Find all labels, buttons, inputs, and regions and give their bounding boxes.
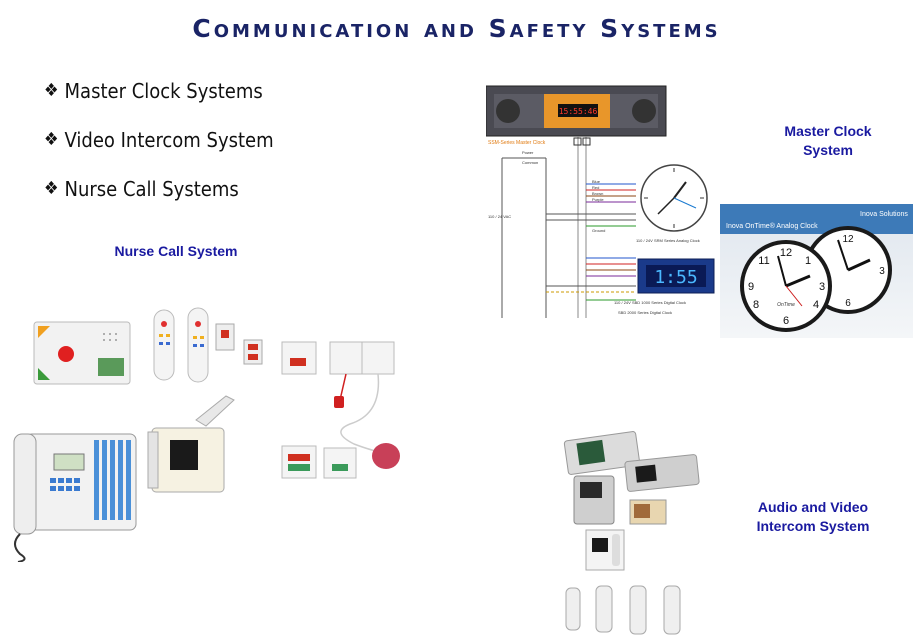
nurse-call-devices-photo [13,307,400,562]
audio-handset-4 [663,585,681,635]
photo-brand: Inova Solutions [860,211,908,218]
wire-label-blue: Blue [592,179,601,184]
bullet-label: Video Intercom System [64,127,274,152]
svg-text:12: 12 [780,247,792,259]
diamond-bullet-icon: ❖ [44,80,59,101]
wire-label-red: Red [592,185,599,190]
nurse-call-caption: Nurse Call System [114,243,238,259]
audio-handset-1 [565,587,581,631]
rack-display [558,104,598,117]
cancel-unit-1 [281,445,317,479]
squeeze-bulb [372,443,400,469]
diamond-bullet-icon: ❖ [44,129,59,150]
diamond-bullet-icon: ❖ [44,178,59,199]
wire-label-purple: Purple [592,197,604,202]
digital-clock-caption-1: 110 / 24V SBD 1000 Series Digital Clock [614,300,686,305]
bullet-label: Nurse Call Systems [64,176,239,201]
svg-text:12: 12 [842,234,854,245]
master-station-handset [13,433,37,535]
intercom-devices-photo [563,431,700,635]
common-label: Common [522,160,538,165]
bullet-item: ❖ Nurse Call Systems [44,164,274,213]
svg-text:9: 9 [748,281,754,293]
master-clock-wiring-diagram: 15:55:46 SSM-Series Master Clock Power C… [486,85,715,318]
series-label: SSM-Series Master Clock [488,140,546,146]
svg-text:3: 3 [819,281,825,293]
photo-banner [720,204,913,234]
bullet-item: ❖ Video Intercom System [44,115,274,164]
power-label: Power [522,150,534,155]
master-clock-caption: Master Clock System [784,123,872,158]
intercom-caption: Audio and Video Intercom System [756,499,870,534]
bullet-item: ❖ Master Clock Systems [44,66,274,115]
svg-text:3: 3 [879,266,885,277]
pull-cord-unit-2 [361,341,395,375]
digital-clock-caption-2: SBD 2000 Series Digital Clock [618,310,672,315]
bullet-label: Master Clock Systems [64,78,263,103]
cancel-unit-2 [323,447,357,479]
ground-label: Ground [592,228,605,233]
speaker-grill-left [496,99,520,123]
svg-text:6: 6 [845,298,851,309]
wire-label-brown: Brown [592,191,603,196]
clock-face-brand: OnTime [777,302,795,308]
video-monitor-2 [624,454,700,492]
speaker-grill-right [632,99,656,123]
svg-text:8: 8 [753,299,759,311]
audio-handset-3 [629,585,647,635]
digital-clock-time: 1:55 [654,267,697,288]
page-title: Communication and Safety Systems [192,14,721,43]
analog-clock-photo: Inova OnTime® Analog Clock Inova Solutio… [720,204,913,338]
photo-banner-text: Inova OnTime® Analog Clock [726,222,818,230]
svg-text:6: 6 [783,315,789,327]
rack-display-time: 15:55:46 [559,107,598,116]
supply-label: 110 / 24 VAC [488,214,511,219]
pillow-speaker-2 [187,307,209,383]
svg-text:1: 1 [805,255,811,267]
pillow-speaker-1 [153,309,175,381]
bullet-list: ❖ Master Clock Systems ❖ Video Intercom … [44,66,274,213]
svg-text:11: 11 [758,255,769,267]
pull-cord-unit-1 [329,341,363,375]
analog-clock-caption: 110 / 24V SRM Series Analog Clock [636,238,700,243]
svg-text:4: 4 [813,299,819,311]
audio-handset-2 [595,585,613,633]
